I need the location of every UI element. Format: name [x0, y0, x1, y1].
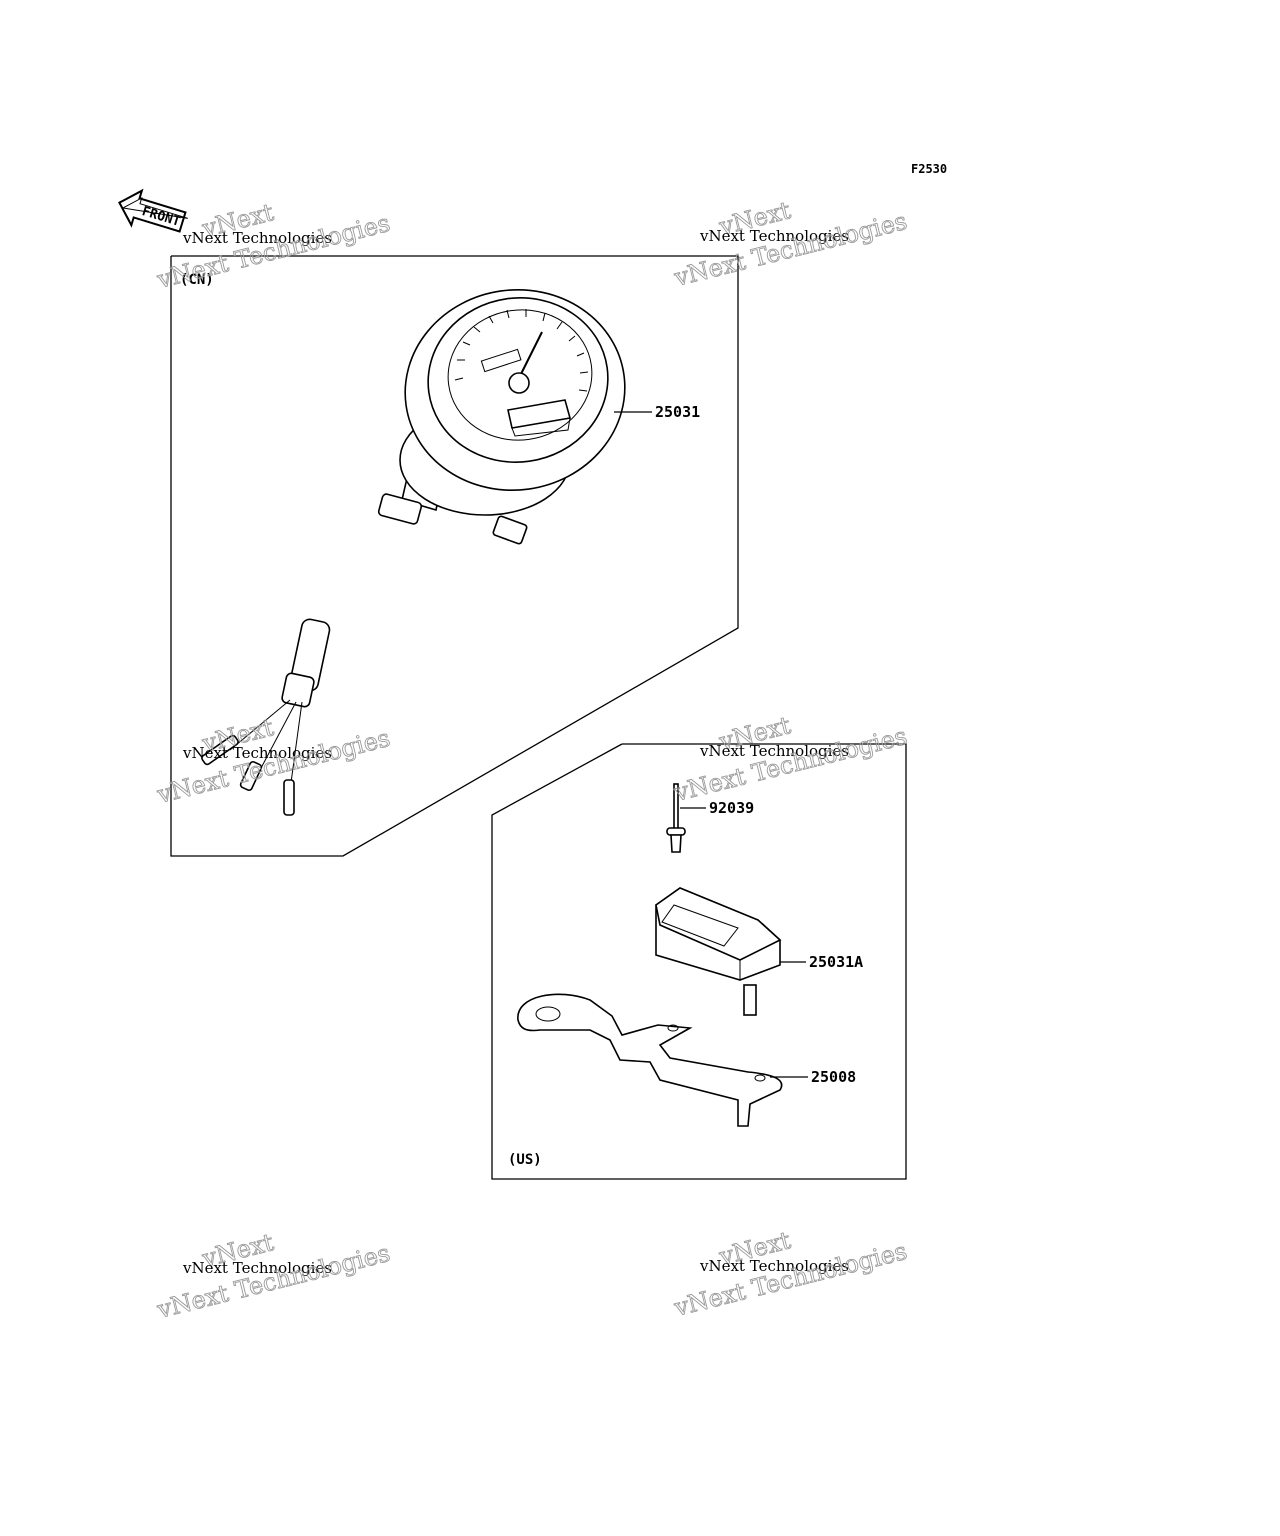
speedometer-icon [201, 288, 626, 816]
us-group-outline [491, 743, 907, 1180]
callout-25031a: 25031A [809, 953, 863, 971]
bracket-icon [517, 993, 783, 1127]
watermark: vNext vNext Technologies vNext Technolog… [670, 196, 910, 293]
front-arrow-icon: FRONT [118, 188, 188, 233]
svg-text:vNext Technologies: vNext Technologies [182, 229, 332, 247]
cn-region-label: (CN) [180, 272, 214, 288]
svg-text:vNext Technologies: vNext Technologies [699, 227, 849, 245]
hour-meter-icon [655, 887, 782, 1016]
us-region-label: (US) [508, 1152, 542, 1168]
svg-text:vNext Technologies: vNext Technologies [699, 742, 849, 760]
svg-text:vNext Technologies: vNext Technologies [182, 744, 332, 762]
svg-text:vNext Technologies: vNext Technologies [699, 1257, 849, 1275]
callout-25031: 25031 [655, 403, 700, 421]
callout-25008: 25008 [811, 1068, 856, 1086]
svg-text:vNext Technologies: vNext Technologies [182, 1259, 332, 1277]
callout-92039: 92039 [709, 799, 754, 817]
watermark: vNext vNext Technologies vNext Technolog… [153, 198, 393, 295]
cn-group-outline [170, 255, 739, 857]
watermark: vNext vNext Technologies vNext Technolog… [153, 713, 393, 810]
watermark: vNext vNext Technologies vNext Technolog… [670, 1226, 910, 1323]
rivet-icon [666, 783, 686, 853]
figure-code: F2530 [911, 162, 947, 176]
watermark: vNext vNext Technologies vNext Technolog… [670, 711, 910, 808]
watermark: vNext vNext Technologies vNext Technolog… [153, 1228, 393, 1325]
